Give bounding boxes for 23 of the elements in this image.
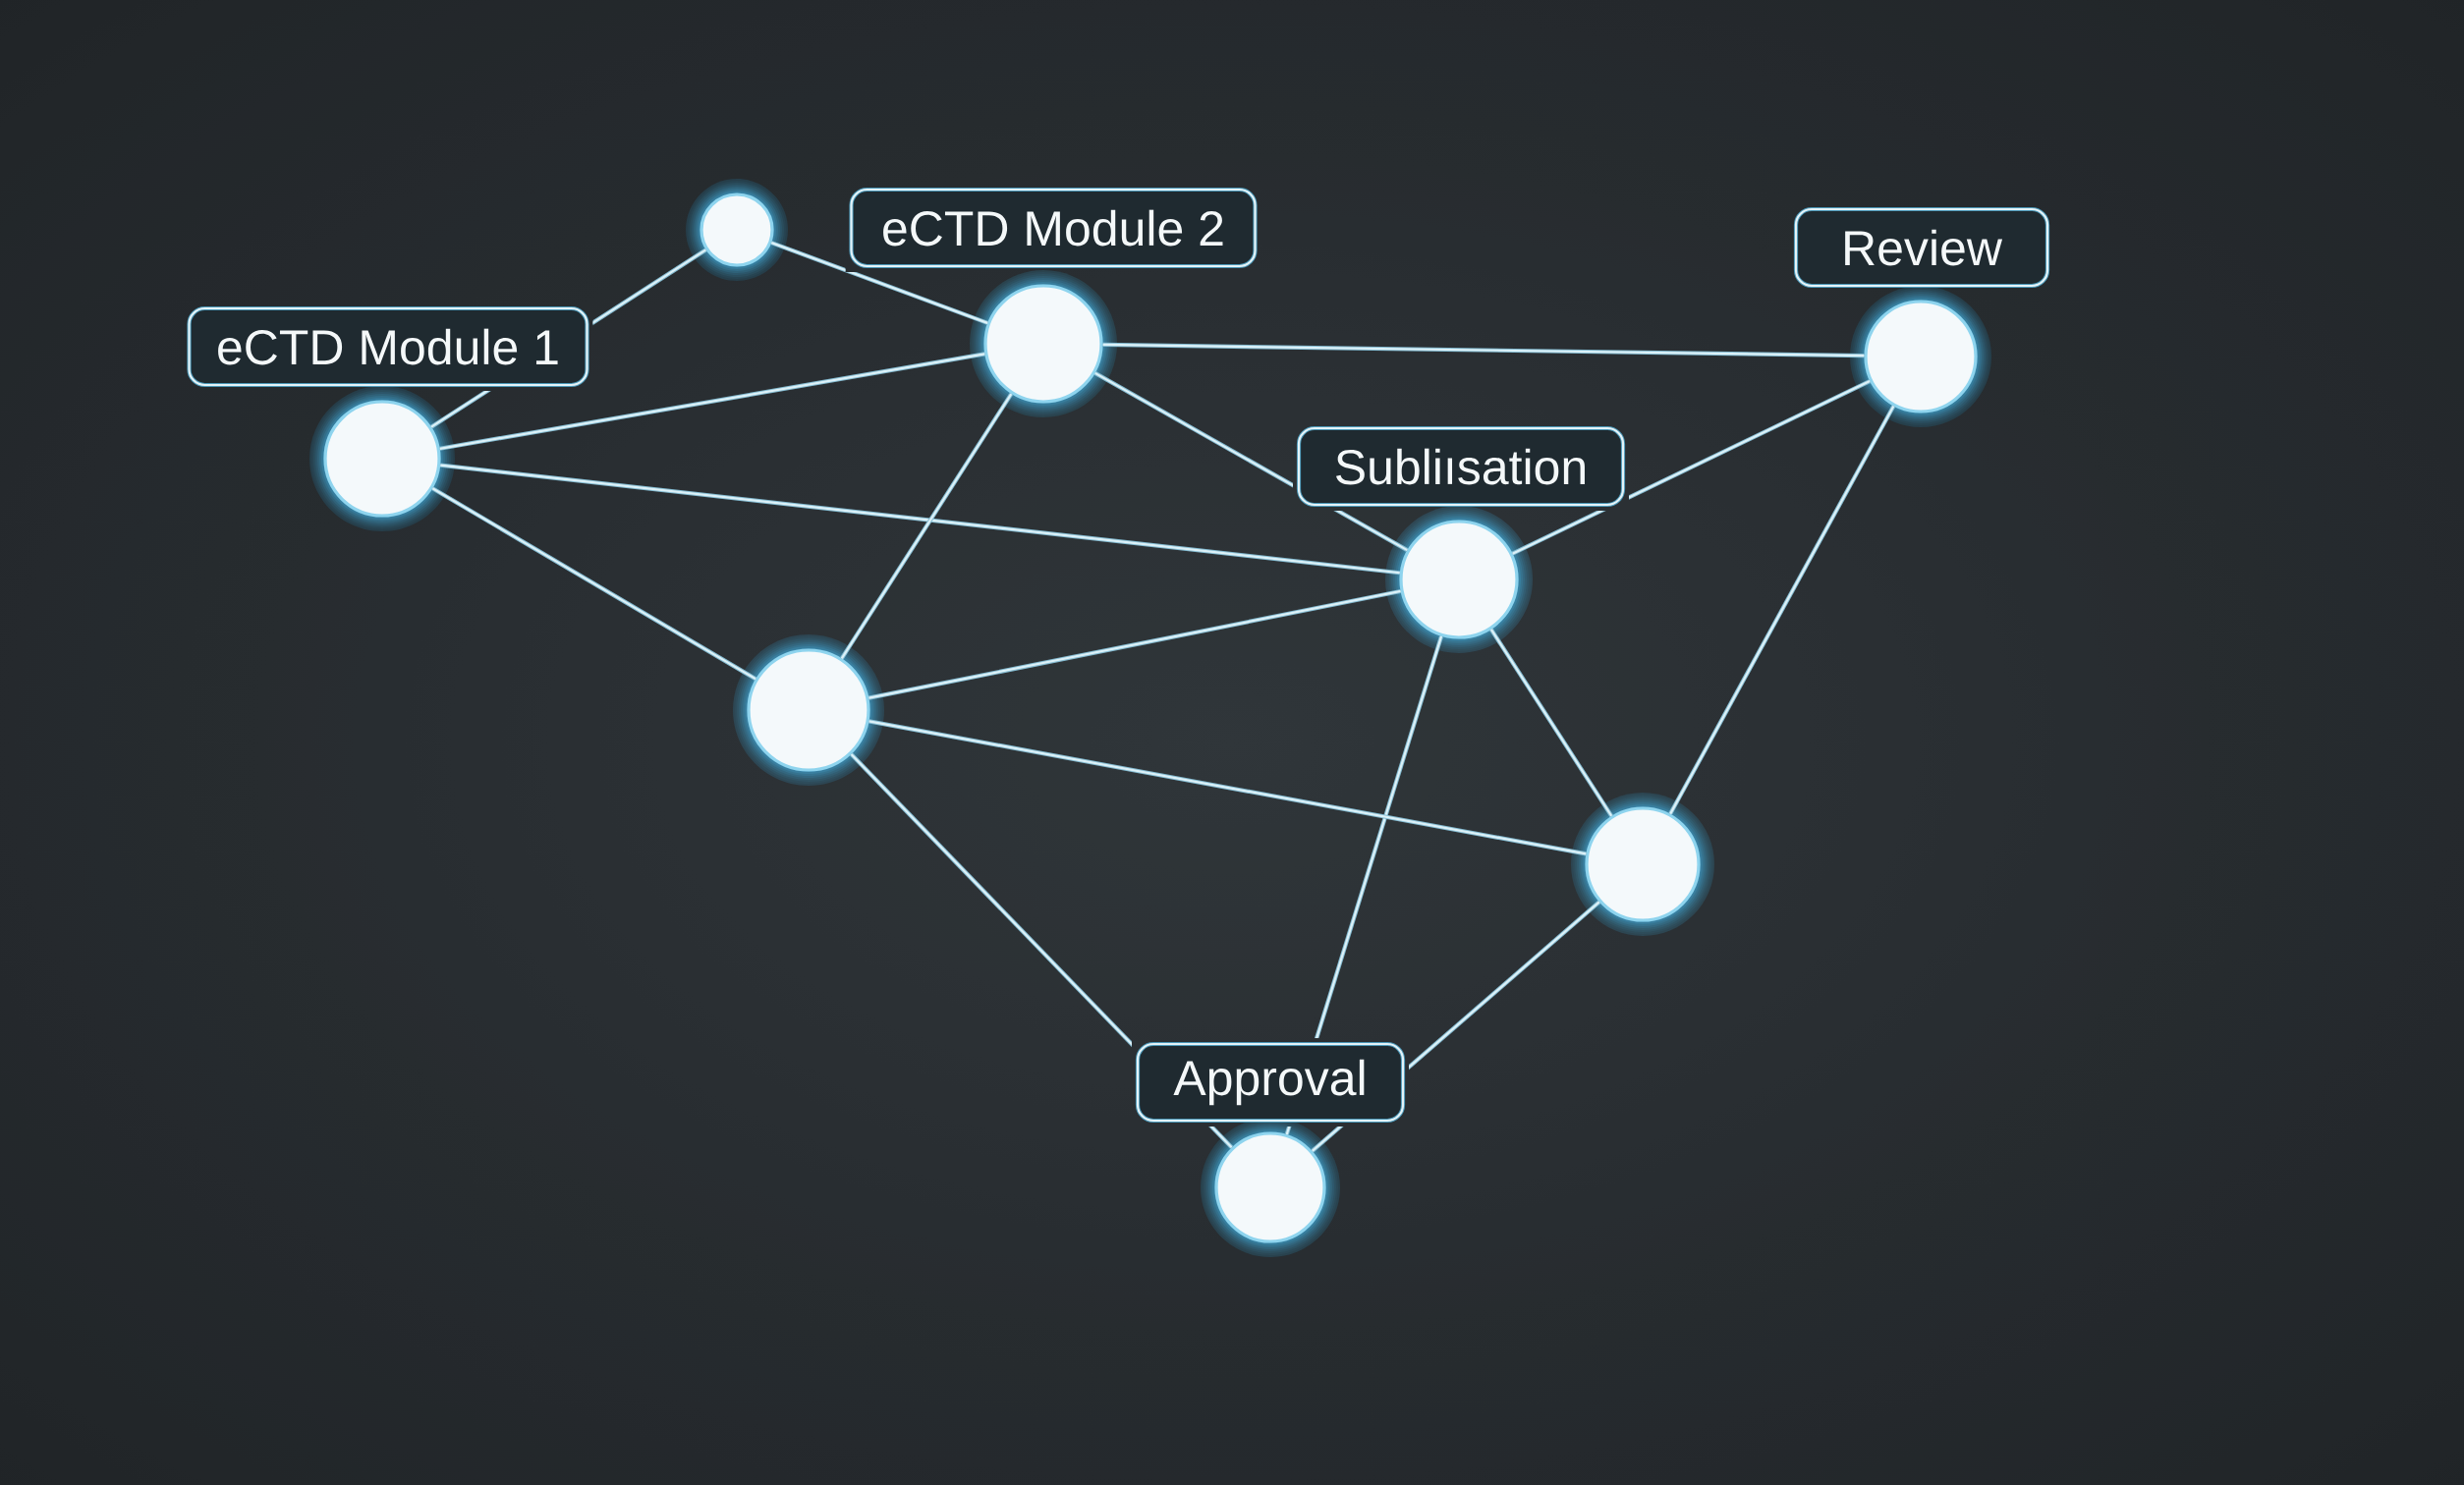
connector-line	[1311, 900, 1601, 1153]
connector-line	[770, 241, 988, 325]
connector-line	[431, 486, 757, 681]
node-label: Approval	[1135, 1041, 1406, 1124]
node-circle	[1571, 793, 1714, 936]
connector-line	[1668, 405, 1896, 815]
node-circle	[686, 179, 788, 281]
node-label: eCTD Module 1	[187, 305, 589, 388]
connector-line	[868, 719, 1587, 856]
connector-line	[440, 463, 1401, 576]
connector-line	[439, 352, 985, 451]
connector-line	[868, 588, 1401, 700]
connector-line	[1093, 371, 1409, 552]
connector-line	[850, 752, 1234, 1149]
node-label: eCTD Module 2	[849, 187, 1258, 269]
connector-line	[1511, 379, 1872, 556]
node-circle	[733, 634, 884, 786]
node-label: Review	[1793, 206, 2050, 289]
connector-line	[1489, 628, 1614, 817]
connector-line	[1102, 342, 1865, 358]
node-label: Subliısation	[1296, 425, 1626, 508]
connector-line	[840, 392, 1014, 660]
connector-line	[1284, 635, 1444, 1135]
